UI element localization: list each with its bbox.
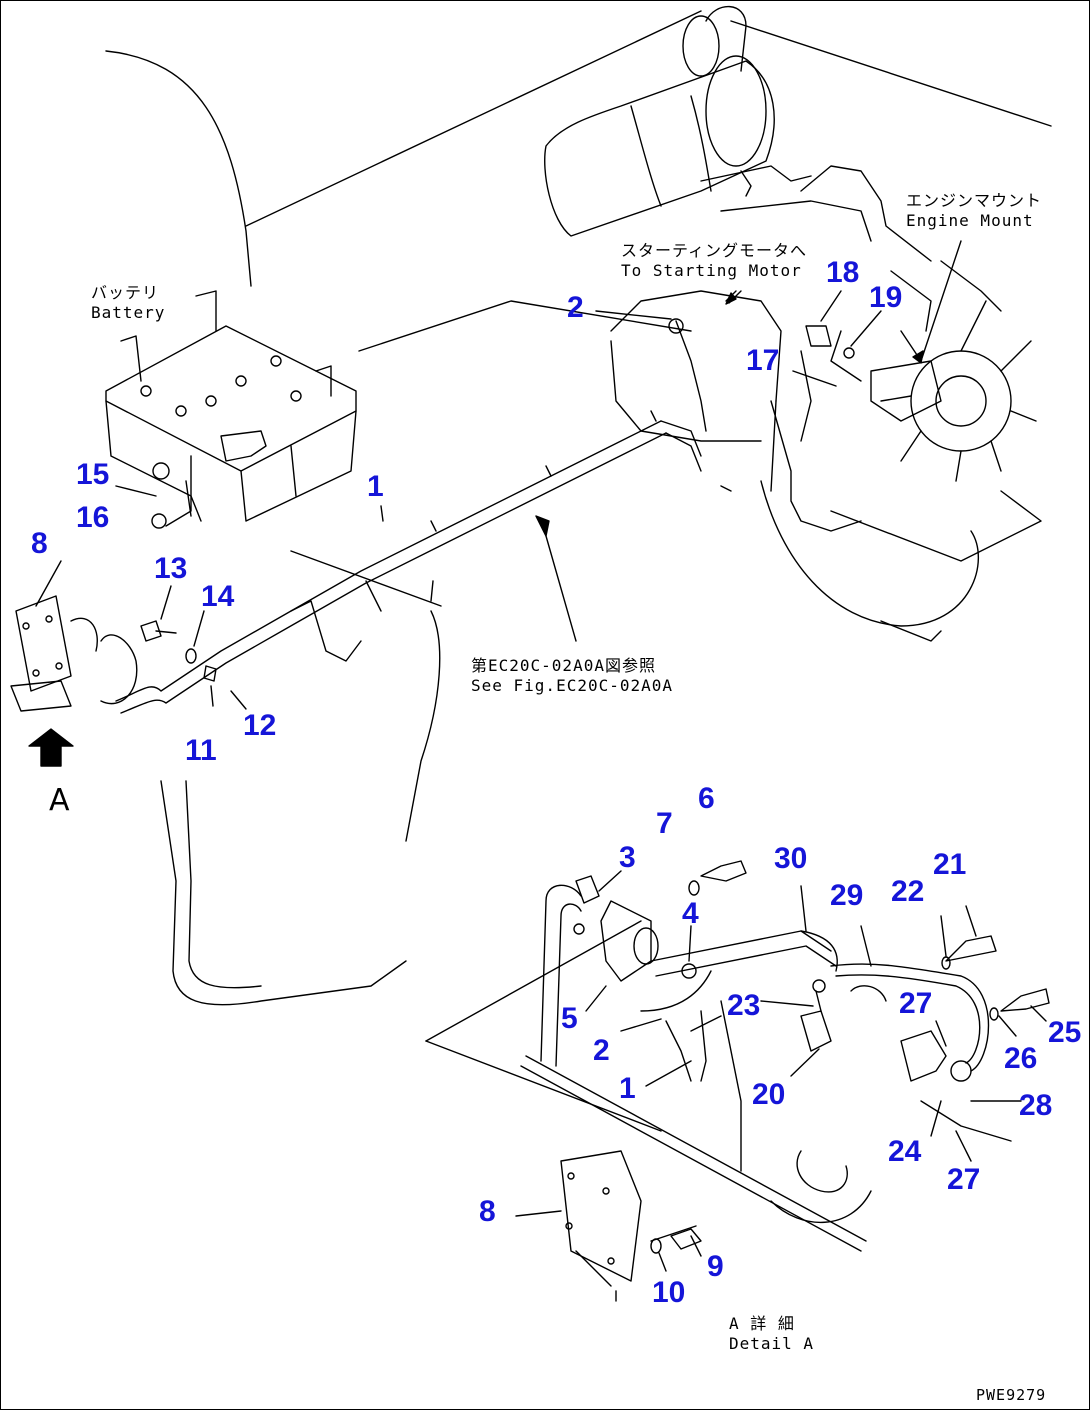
leader-lines xyxy=(35,240,1047,1302)
callout-18: 18 xyxy=(826,256,860,289)
callout-detail-2: 2 xyxy=(593,1034,610,1067)
callout-detail-28: 28 xyxy=(1019,1089,1053,1122)
callout-detail-8: 8 xyxy=(479,1195,496,1228)
callout-19: 19 xyxy=(869,281,903,314)
controller-panel-main xyxy=(10,595,72,712)
callout-12: 12 xyxy=(243,709,277,742)
engine-mount-note: エンジンマウント Engine Mount xyxy=(906,191,1043,230)
callout-detail-29: 29 xyxy=(830,879,864,912)
battery xyxy=(105,290,357,529)
callout-detail-3: 3 xyxy=(619,841,636,874)
callout-detail-10: 10 xyxy=(652,1276,686,1309)
drawing-number: PWE9279 xyxy=(976,1386,1047,1404)
callout-detail-30: 30 xyxy=(774,842,808,875)
callout-8: 8 xyxy=(31,527,48,560)
callout-detail-22: 22 xyxy=(891,875,925,908)
engine-block xyxy=(610,165,1042,642)
view-arrow-label: A xyxy=(49,783,70,818)
callout-17: 17 xyxy=(746,344,780,377)
callout-15: 15 xyxy=(76,458,110,491)
callout-1: 1 xyxy=(367,470,384,503)
callout-detail-6: 6 xyxy=(698,782,715,815)
callout-detail-24: 24 xyxy=(888,1135,922,1168)
callout-detail-26: 26 xyxy=(1004,1042,1038,1075)
callout-11: 11 xyxy=(185,734,217,767)
cab-outline xyxy=(105,10,1052,1006)
callout-14: 14 xyxy=(201,580,235,613)
see-fig-note: 第EC20C-02A0A図参照 See Fig.EC20C-02A0A xyxy=(471,656,674,695)
callout-detail-5: 5 xyxy=(561,1002,578,1035)
callout-2: 2 xyxy=(567,291,584,324)
callout-detail-23: 23 xyxy=(727,989,761,1022)
callout-detail-25: 25 xyxy=(1048,1016,1082,1049)
wiring-harness xyxy=(70,318,732,714)
callout-detail-27b: 27 xyxy=(947,1163,981,1196)
callout-16: 16 xyxy=(76,501,110,534)
callout-13: 13 xyxy=(154,552,188,585)
detail-a-view xyxy=(425,860,1050,1287)
view-arrow-a xyxy=(28,728,74,767)
callout-detail-7: 7 xyxy=(656,807,673,840)
air-cleaner xyxy=(544,5,812,237)
battery-note: バッテリ Battery xyxy=(91,283,166,322)
detail-a-note: A 詳 細 Detail A xyxy=(729,1314,815,1353)
callout-detail-21: 21 xyxy=(933,848,967,881)
callout-detail-27a: 27 xyxy=(899,987,933,1020)
callout-detail-20: 20 xyxy=(752,1078,786,1111)
starting-motor-note: スターティングモータへ To Starting Motor xyxy=(621,241,808,280)
callout-detail-4: 4 xyxy=(682,897,699,930)
callout-detail-1: 1 xyxy=(619,1072,636,1105)
callout-detail-9: 9 xyxy=(707,1250,724,1283)
